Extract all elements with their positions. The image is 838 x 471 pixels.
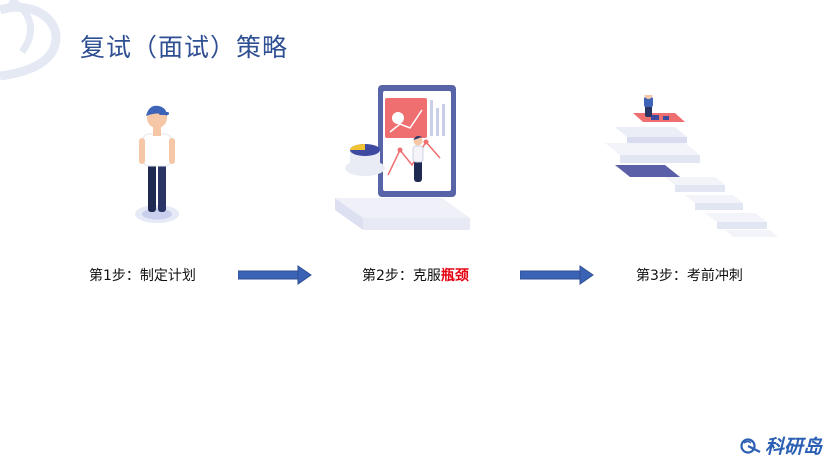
dashboard-monitor-illustration bbox=[335, 85, 470, 230]
logo-text: 科研岛 bbox=[764, 436, 822, 458]
stairs-sprint-illustration bbox=[605, 95, 778, 237]
brand-logo: 科研岛 bbox=[740, 432, 822, 459]
step-3-label: 第3步：考前冲刺 bbox=[636, 265, 743, 285]
arrow-right-icon bbox=[238, 265, 312, 285]
corner-decoration bbox=[0, 0, 61, 80]
person-planning-illustration bbox=[135, 105, 179, 223]
step-2-label: 第2步：克服瓶颈 bbox=[362, 265, 469, 285]
step-3-prefix: 第3步： bbox=[636, 268, 687, 284]
step-3-text: 考前冲刺 bbox=[686, 268, 743, 284]
logo-mark-icon bbox=[740, 437, 761, 454]
step-1-label: 第1步：制定计划 bbox=[89, 265, 196, 285]
step-1-text: 制定计划 bbox=[139, 268, 196, 284]
step-2-text: 克服 bbox=[412, 268, 441, 284]
step-2-highlight: 瓶颈 bbox=[440, 268, 469, 284]
step-2-prefix: 第2步： bbox=[362, 268, 413, 284]
step-1-prefix: 第1步： bbox=[89, 268, 140, 284]
page-title: 复试（面试）策略 bbox=[80, 33, 289, 62]
arrow-right-icon bbox=[520, 265, 594, 285]
